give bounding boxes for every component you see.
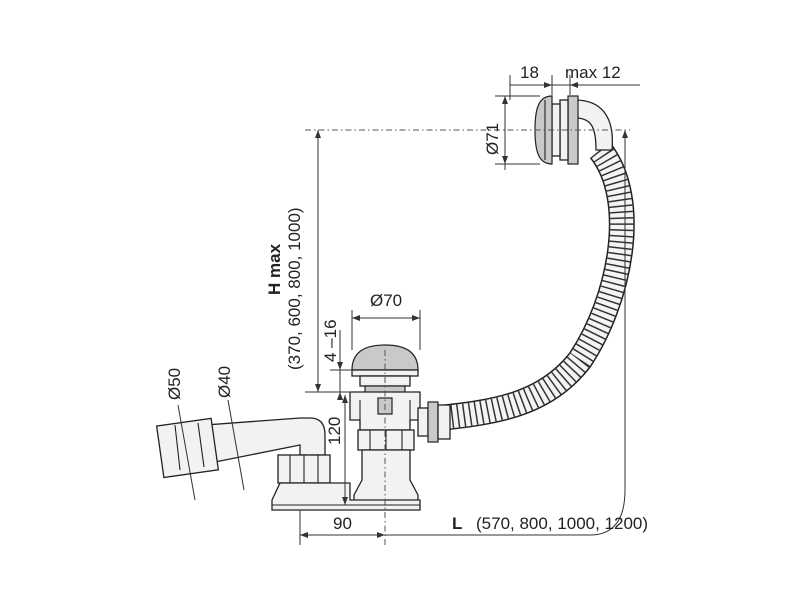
trap-outlet — [155, 417, 421, 511]
label-range-4-16: 4 –16 — [321, 319, 340, 362]
drain-body — [349, 344, 451, 506]
label-dia-40: Ø40 — [215, 366, 234, 398]
flexible-hose — [438, 141, 635, 431]
label-l-letter: L — [452, 514, 462, 533]
label-width-90: 90 — [333, 514, 352, 533]
labels: 18 max 12 Ø71 H max (370, 600, 800, 1000… — [165, 63, 648, 533]
label-max-12: max 12 — [565, 63, 621, 82]
label-h-values: (370, 600, 800, 1000) — [285, 207, 304, 370]
label-dia-50: Ø50 — [165, 368, 184, 400]
label-dia-70: Ø70 — [370, 291, 402, 310]
dimension-lines — [177, 75, 640, 545]
label-dia-71: Ø71 — [483, 123, 502, 155]
label-height-120: 120 — [325, 417, 344, 445]
label-l-values: (570, 800, 1000, 1200) — [476, 514, 648, 533]
label-h-max: H max — [265, 243, 284, 295]
label-width-18: 18 — [520, 63, 539, 82]
